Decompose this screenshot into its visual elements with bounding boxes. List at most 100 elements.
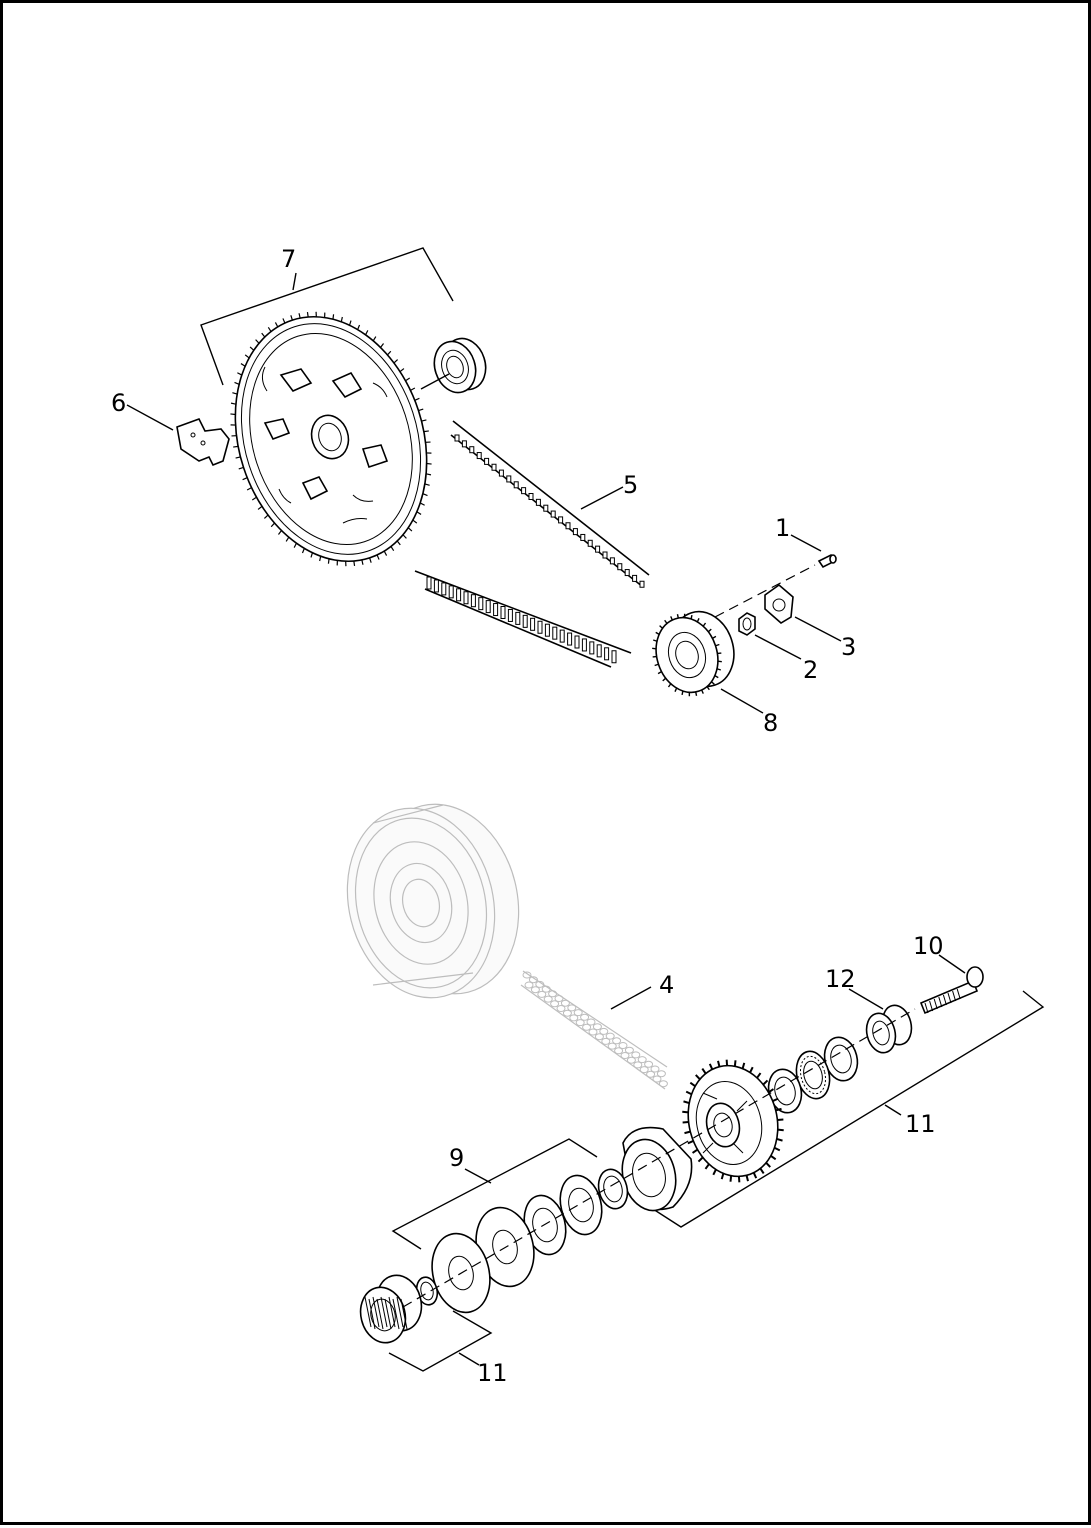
sprocket-tooth	[683, 1101, 689, 1103]
pulley-nut	[739, 613, 801, 659]
callout-8: 8	[763, 711, 778, 735]
belt-tooth	[536, 499, 540, 505]
pulley-tooth	[377, 555, 379, 560]
pulley-tooth	[350, 321, 351, 326]
callout-10: 10	[913, 934, 944, 958]
belt-tooth	[499, 470, 503, 476]
sprocket-tooth	[771, 1156, 776, 1160]
belt-tooth	[596, 546, 600, 552]
pulley-tooth	[397, 541, 400, 545]
pulley-tooth	[256, 340, 259, 344]
pulley-tooth	[418, 409, 423, 411]
belt-tooth	[566, 523, 570, 529]
callout-9: 9	[449, 1146, 464, 1170]
belt-tooth	[590, 642, 594, 654]
belt-tooth	[442, 583, 446, 595]
belt-tooth	[471, 595, 475, 607]
pulley-tooth	[403, 535, 406, 539]
chain-link	[549, 991, 557, 997]
belt-tooth	[597, 645, 601, 657]
belt-tooth	[633, 575, 637, 581]
pulley-tooth	[283, 318, 285, 323]
pulley-tooth	[237, 373, 241, 375]
belt-tooth	[464, 592, 468, 604]
pulley-tooth	[245, 355, 249, 358]
belt-tooth	[545, 624, 549, 636]
pulley-tooth	[424, 431, 429, 432]
callout-1: 1	[775, 516, 790, 540]
compensator-bolt	[921, 955, 983, 1013]
pulley-tooth	[677, 614, 678, 618]
pulley-tooth	[241, 364, 245, 367]
chain-link	[657, 1071, 665, 1077]
pulley-tooth	[286, 537, 289, 541]
chain-link	[581, 1014, 589, 1020]
pulley-tooth	[264, 515, 268, 518]
belt-tooth	[605, 648, 609, 660]
sprocket-tooth	[693, 1150, 698, 1153]
belt-tooth	[531, 618, 535, 630]
pulley-tooth	[410, 388, 414, 390]
pulley-tooth	[235, 382, 240, 384]
pulley-tooth	[243, 478, 248, 480]
pulley-tooth	[423, 494, 428, 496]
sprocket-tooth	[777, 1139, 783, 1141]
belt-tooth	[449, 586, 453, 598]
belt-tooth	[486, 601, 490, 613]
sprocket-tooth	[713, 1169, 716, 1174]
chain-link	[625, 1047, 633, 1053]
sprocket-tooth	[747, 1175, 748, 1181]
sprocket-tooth	[696, 1075, 700, 1079]
callout-11-upper: 11	[905, 1112, 936, 1136]
pulley-tooth	[381, 344, 384, 348]
sprocket-tooth	[731, 1176, 732, 1182]
chain-link	[574, 1010, 582, 1016]
pulley-tooth	[311, 553, 312, 558]
sprocket-tooth	[760, 1168, 763, 1173]
pulley-tooth	[682, 691, 683, 695]
belt-tooth	[501, 607, 505, 619]
pulley-tooth	[408, 528, 412, 531]
pulley-tooth	[427, 463, 432, 464]
pulley-tooth	[658, 672, 661, 674]
clutch-belt-pulley	[205, 292, 457, 587]
pulley-tooth	[663, 678, 666, 681]
pulley-tooth	[271, 523, 274, 527]
sprocket-tooth	[688, 1141, 693, 1143]
belt-guide-bracket	[127, 405, 229, 465]
pulley-tooth	[668, 684, 670, 687]
sprocket-tooth	[690, 1083, 695, 1087]
sprocket-tooth	[702, 1069, 705, 1074]
belt-tooth	[559, 517, 563, 523]
pulley-tooth	[268, 327, 271, 331]
splined-shaft-extension	[355, 1271, 427, 1348]
sprocket-tooth	[710, 1064, 712, 1069]
pulley-tooth	[294, 543, 296, 547]
pulley-tooth	[230, 414, 235, 415]
sprocket-tooth	[684, 1132, 690, 1133]
pulley-tooth	[702, 690, 704, 694]
sprocket-tooth	[705, 1164, 709, 1169]
sprocket-tooth	[750, 1067, 753, 1072]
belt-tooth	[462, 441, 466, 447]
pulley-tooth	[400, 369, 404, 372]
pulley-tooth	[291, 315, 293, 320]
pulley-tooth	[665, 620, 667, 623]
belt-tooth	[507, 476, 511, 482]
pulley-tooth	[696, 692, 697, 696]
belt-tooth	[485, 458, 489, 464]
pulley-tooth	[370, 558, 372, 563]
ghost-clutch-basket	[328, 788, 538, 1013]
belt-tooth	[538, 621, 542, 633]
pulley-tooth	[302, 548, 304, 553]
sprocket-tooth	[722, 1173, 724, 1179]
primary-chain	[521, 971, 667, 1089]
chain-link	[632, 1052, 640, 1058]
chain-link	[606, 1033, 614, 1039]
belt-tooth	[457, 589, 461, 601]
sprocket-tooth	[735, 1060, 736, 1066]
belt-tooth	[508, 609, 512, 621]
sprocket-tooth	[686, 1092, 691, 1095]
pulley-tooth	[320, 556, 321, 561]
